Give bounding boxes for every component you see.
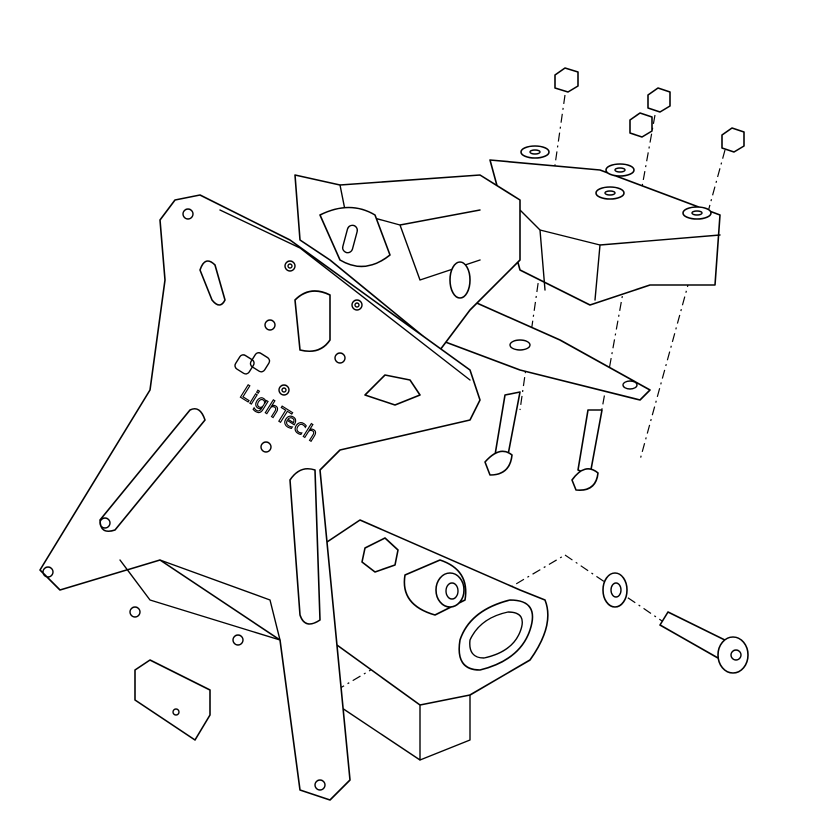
tail-bracket-lower <box>299 519 549 761</box>
upper-mount-block <box>439 159 721 401</box>
spacer-bushing <box>361 537 467 616</box>
washers <box>520 145 712 220</box>
mount-bolts <box>484 391 603 491</box>
side-bolt <box>659 611 749 674</box>
side-washer <box>602 572 628 608</box>
hex-nuts <box>554 67 745 153</box>
license-plate-bracket <box>39 194 481 801</box>
rear-carrier <box>294 174 521 351</box>
bracket-holes <box>42 208 363 791</box>
